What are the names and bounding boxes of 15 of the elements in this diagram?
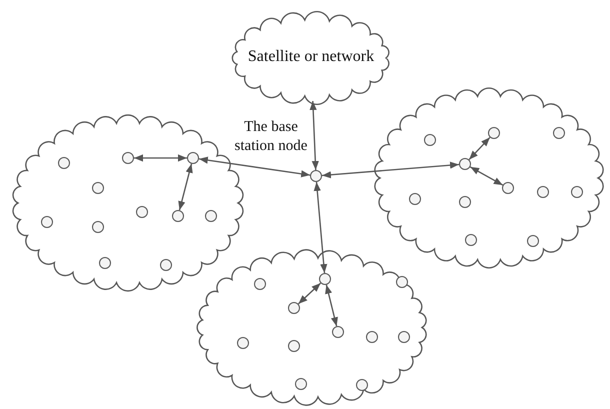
arrow	[314, 182, 328, 274]
arrow	[310, 100, 319, 170]
arrow	[468, 136, 490, 160]
arrow	[134, 154, 187, 162]
cloud-shape	[372, 88, 606, 268]
arrow	[178, 164, 193, 210]
node-circle	[310, 170, 322, 182]
cloud-shape	[194, 250, 430, 405]
arrow	[322, 162, 460, 178]
node-caption: The base station node	[234, 118, 308, 156]
arrow	[470, 166, 504, 186]
arrow	[198, 156, 310, 178]
arrow	[325, 284, 338, 326]
node-label: Satellite or network	[248, 48, 374, 66]
arrow	[298, 282, 322, 304]
